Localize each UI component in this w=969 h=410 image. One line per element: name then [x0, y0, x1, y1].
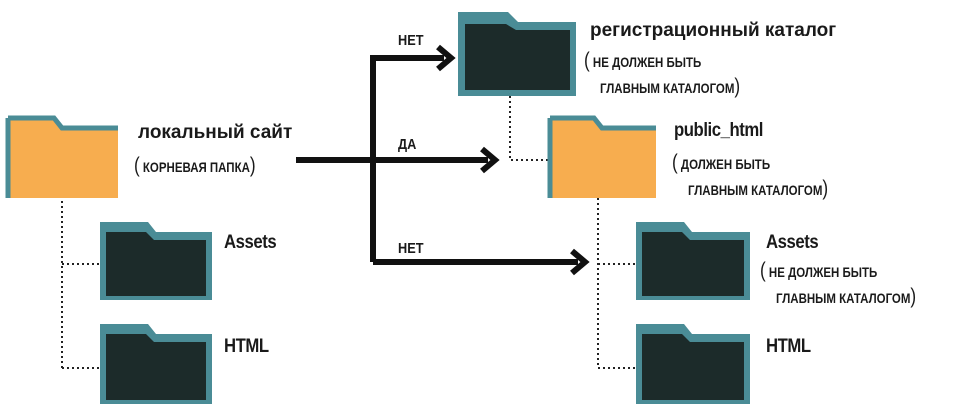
folder-icon-right-html [636, 324, 750, 404]
folder-icon-public-html [547, 115, 656, 198]
registration-title: регистрационный каталог [590, 20, 837, 41]
arrowhead-assets [570, 248, 590, 276]
paren-open: ( [584, 49, 590, 72]
paren-open: ( [760, 259, 766, 282]
registration-note-line2: ГЛАВНЫМ КАТАЛОГОМ) [600, 76, 740, 99]
public-html-note-line1: ( ДОЛЖЕН БЫТЬ [672, 152, 770, 175]
right-assets-title: Assets [766, 232, 819, 253]
folder-icon-left-html [100, 324, 212, 404]
registration-note-line1: ( НЕ ДОЛЖЕН БЫТЬ [584, 50, 701, 73]
arrowhead-public [480, 146, 500, 174]
folder-icon-local-site [5, 115, 118, 198]
paren-close: ) [822, 177, 829, 200]
folder-icon-left-assets [100, 222, 212, 300]
local-site-note-text: КОРНЕВАЯ ПАПКА [142, 159, 250, 175]
right-assets-note-line2: ГЛАВНЫМ КАТАЛОГОМ) [776, 286, 916, 309]
registration-note-text2: ГЛАВНЫМ КАТАЛОГОМ [600, 80, 735, 96]
arrow-label-top: НЕТ [398, 32, 424, 49]
paren-close: ) [249, 154, 256, 177]
local-site-note: ( КОРНЕВАЯ ПАПКА) [134, 155, 256, 178]
right-assets-note-text2: ГЛАВНЫМ КАТАЛОГОМ [776, 290, 911, 306]
folder-icon-right-assets [636, 222, 750, 300]
paren-open: ( [134, 154, 140, 177]
public-html-note-line2: ГЛАВНЫМ КАТАЛОГОМ) [688, 178, 828, 201]
public-html-note-text1: ДОЛЖЕН БЫТЬ [680, 156, 771, 172]
right-html-title: HTML [766, 336, 811, 357]
paren-close: ) [910, 285, 917, 308]
registration-note-text1: НЕ ДОЛЖЕН БЫТЬ [592, 54, 702, 70]
left-assets-title: Assets [224, 232, 277, 253]
arrowhead-reg [436, 44, 456, 72]
right-tree-connector [597, 198, 636, 369]
arrow-to-reg [370, 55, 444, 262]
local-site-title: локальный сайт [138, 122, 293, 143]
left-html-title: HTML [224, 336, 269, 357]
right-assets-note-line1: ( НЕ ДОЛЖЕН БЫТЬ [760, 260, 877, 283]
arrow-label-middle: ДА [398, 136, 417, 153]
paren-open: ( [672, 151, 678, 174]
paren-close: ) [734, 75, 741, 98]
public-html-note-text2: ГЛАВНЫМ КАТАЛОГОМ [688, 182, 823, 198]
arrow-label-bottom: НЕТ [398, 240, 424, 257]
folder-icon-registration [458, 12, 576, 96]
public-html-title: public_html [674, 120, 763, 141]
reg-public-connector [509, 96, 548, 161]
left-tree-connector [61, 196, 100, 369]
right-assets-note-text1: НЕ ДОЛЖЕН БЫТЬ [768, 264, 878, 280]
